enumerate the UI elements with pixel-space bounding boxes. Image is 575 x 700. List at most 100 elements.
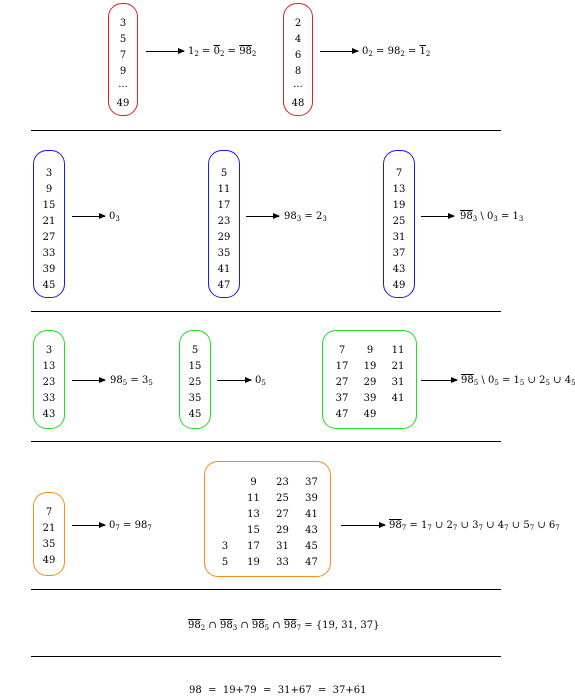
list-item: 33 — [42, 393, 56, 404]
list-item: 47 — [305, 557, 318, 568]
mod2-even-result: 02 = 982 = 12 — [362, 46, 431, 58]
mod7-box-0 — [33, 492, 65, 576]
list-item: 9 — [119, 66, 127, 77]
list-item: 9 — [250, 477, 257, 488]
list-item: 9 — [45, 184, 53, 195]
list-item: 15 — [247, 525, 260, 536]
list-item: 45 — [42, 280, 56, 291]
list-item: 13 — [42, 361, 56, 372]
arrow — [246, 213, 280, 219]
list-item: 43 — [305, 525, 318, 536]
list-item: 41 — [391, 393, 405, 404]
list-item: 39 — [305, 493, 318, 504]
list-item: 17 — [335, 361, 349, 372]
list-item: 23 — [42, 377, 56, 388]
list-item: 8 — [294, 66, 302, 77]
list-item: 31 — [276, 541, 289, 552]
list-item — [211, 507, 239, 523]
list-item: 5 — [221, 557, 229, 568]
list-item: 17 — [217, 200, 231, 211]
list-item: 3 — [45, 168, 53, 179]
list-item: 6 — [294, 50, 302, 61]
list-item — [211, 491, 239, 507]
list-item: 48 — [291, 98, 305, 109]
list-item: 9 — [366, 345, 374, 356]
mod5-box-3 — [33, 330, 65, 429]
list-item: 37 — [335, 393, 349, 404]
list-item: 19 — [247, 557, 260, 568]
list-item: 29 — [363, 377, 377, 388]
list-item: 39 — [42, 264, 56, 275]
list-item: 33 — [276, 557, 289, 568]
arrow — [217, 377, 252, 383]
arrow — [421, 213, 455, 219]
goldbach-sums: 98 = 19+79 = 31+67 = 37+61 — [189, 685, 367, 696]
arrow — [72, 377, 106, 383]
mod3-result-0: 03 — [109, 211, 120, 223]
mod3-box-1 — [383, 150, 415, 298]
list-item: 49 — [42, 555, 56, 566]
list-item: 19 — [363, 361, 377, 372]
list-item — [211, 523, 239, 539]
list-item: ··· — [118, 82, 128, 93]
list-item: 43 — [392, 264, 406, 275]
divider — [31, 130, 501, 131]
list-item: 49 — [392, 280, 406, 291]
list-item: 25 — [392, 216, 406, 227]
mod3-box-2 — [208, 150, 240, 298]
list-item: 7 — [395, 168, 403, 179]
list-item: 25 — [188, 377, 202, 388]
list-item: 37 — [305, 477, 318, 488]
list-item: 29 — [217, 232, 231, 243]
arrow — [341, 522, 386, 528]
arrow — [320, 48, 359, 54]
list-item: 11 — [217, 184, 231, 195]
list-item: 5 — [119, 34, 127, 45]
list-item: 31 — [391, 377, 405, 388]
list-item: 7 — [45, 507, 53, 518]
mod2-odd-box — [108, 3, 138, 116]
mod7-result-rest: 987 = 17 ∪ 27 ∪ 37 ∪ 47 ∪ 57 ∪ 67 — [389, 520, 560, 532]
mod5-result-0: 05 — [255, 375, 266, 387]
intersection-formula: 982 ∩ 983 ∩ 985 ∩ 987 = {19, 31, 37} — [188, 620, 380, 632]
list-item: 25 — [276, 493, 289, 504]
list-item: 45 — [188, 409, 202, 420]
mod3-result-1: 983 \ 03 = 13 — [460, 211, 524, 223]
list-item: 41 — [217, 264, 231, 275]
list-item: 2 — [294, 18, 302, 29]
list-item: 35 — [188, 393, 202, 404]
mod5-result-rest: 985 \ 05 = 15 ∪ 25 ∪ 45 — [461, 375, 575, 387]
arrow — [72, 213, 106, 219]
list-item: 47 — [217, 280, 231, 291]
list-item: 17 — [247, 541, 260, 552]
arrow — [146, 48, 185, 54]
list-item: 7 — [338, 345, 346, 356]
list-item: 23 — [217, 216, 231, 227]
list-item — [211, 475, 239, 491]
list-item: 47 — [335, 409, 349, 420]
list-item: 11 — [391, 345, 405, 356]
divider — [31, 589, 501, 590]
divider — [31, 311, 501, 312]
list-item: 45 — [305, 541, 318, 552]
mod5-box-rest — [322, 330, 417, 429]
mod2-even-box — [283, 3, 313, 116]
list-item: 31 — [392, 232, 406, 243]
list-item: 5 — [191, 345, 199, 356]
list-item: 27 — [276, 509, 289, 520]
list-item: 49 — [363, 409, 377, 420]
list-item: 23 — [276, 477, 289, 488]
list-item: 3 — [119, 18, 127, 29]
divider — [31, 656, 501, 657]
list-item: 5 — [220, 168, 228, 179]
list-item: 27 — [335, 377, 349, 388]
list-item: 7 — [119, 50, 127, 61]
